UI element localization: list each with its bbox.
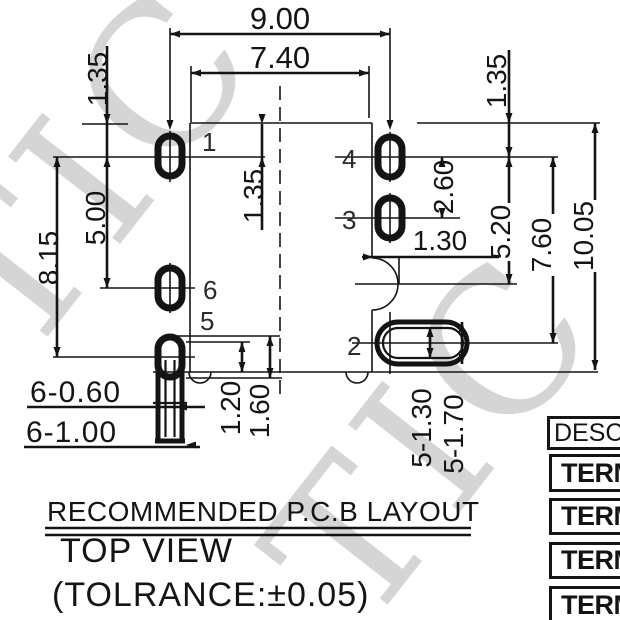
extension-lines — [53, 28, 600, 379]
arrowhead — [191, 69, 201, 77]
arrowhead — [591, 123, 599, 133]
arrowhead — [363, 253, 373, 261]
arrowhead — [266, 368, 274, 378]
arrowhead — [170, 30, 180, 38]
arrowhead — [380, 30, 390, 38]
dim-label-1.60: 1.60 — [244, 384, 275, 439]
table-row-cell: TERM — [549, 454, 620, 492]
arrowhead — [458, 354, 466, 364]
arrowhead — [103, 278, 111, 288]
arrowhead — [53, 347, 61, 357]
pad-number-labels: 1 2 3 4 5 6 — [200, 127, 361, 361]
arrowhead — [505, 157, 513, 167]
arrowhead — [591, 360, 599, 370]
table-row-cell: TERM — [549, 498, 620, 535]
arrowhead — [258, 114, 266, 124]
dim-label-2.60: 2.60 — [428, 160, 459, 215]
table-row-cell: TERM — [549, 586, 620, 620]
pad-label-1: 1 — [202, 127, 216, 157]
dim-label-8.15: 8.15 — [33, 231, 64, 286]
arrowhead — [186, 441, 196, 449]
body-outline — [153, 86, 598, 394]
arrowhead — [359, 69, 369, 77]
dim-label-7.40: 7.40 — [250, 40, 310, 75]
arrowhead — [53, 157, 61, 167]
arrowhead — [103, 114, 111, 124]
arrowhead — [505, 113, 513, 123]
arrowhead — [549, 333, 557, 343]
tolerance-note: (TOLRANCE:±0.05) — [52, 576, 369, 614]
dim-label-6-1.00: 6-1.00 — [26, 416, 117, 449]
dim-label-1.35-right: 1.35 — [481, 54, 512, 109]
arrowhead — [386, 120, 394, 130]
view-label: TOP VIEW — [60, 532, 233, 570]
pad-label-5: 5 — [200, 306, 214, 336]
pad-label-2: 2 — [347, 331, 361, 361]
bottom-bump-right — [345, 371, 369, 384]
dim-label-5.00: 5.00 — [80, 191, 111, 246]
pad-label-3: 3 — [342, 205, 356, 235]
table-row-cell: TERM — [549, 542, 620, 579]
drawing-title: RECOMMENDED P.C.B LAYOUT — [47, 496, 480, 527]
arrowhead — [426, 348, 434, 358]
dim-label-6-0.60: 6-0.60 — [30, 376, 121, 409]
dim-label-5-1.30: 5-1.30 — [406, 388, 437, 467]
arrowhead — [505, 147, 513, 157]
arrowhead — [238, 362, 246, 372]
arrowhead — [505, 274, 513, 284]
arrowhead — [438, 208, 446, 218]
arrowhead — [258, 157, 266, 167]
dim-label-7.60: 7.60 — [526, 218, 557, 273]
arrowhead — [458, 322, 466, 332]
arrowhead — [426, 327, 434, 337]
arrowhead — [438, 157, 446, 167]
dim-label-9.00: 9.00 — [250, 1, 310, 36]
dim-label-5-1.70: 5-1.70 — [438, 394, 469, 473]
pad-label-4: 4 — [342, 144, 356, 174]
dim-label-1.20: 1.20 — [215, 381, 246, 436]
arrowhead — [166, 120, 174, 130]
arrowhead — [103, 157, 111, 167]
arrowhead — [266, 336, 274, 346]
table-header-cell: DESC — [547, 416, 620, 450]
bottom-bump-left — [188, 371, 212, 384]
captions: RECOMMENDED P.C.B LAYOUT TOP VIEW (TOLRA… — [45, 496, 480, 614]
arrowheads — [53, 30, 599, 449]
dimension-labels: 9.00 7.40 1.35 5.00 8.15 1.35 1.35 2.60 … — [26, 1, 599, 474]
dim-label-5.20: 5.20 — [485, 205, 516, 260]
arrowhead — [549, 157, 557, 167]
pad-label-6: 6 — [203, 275, 217, 305]
dim-label-1.35-mid: 1.35 — [238, 169, 269, 224]
arrowhead — [177, 403, 187, 411]
dim-label-1.30: 1.30 — [413, 225, 468, 256]
dim-label-10.05: 10.05 — [568, 201, 599, 271]
arrowhead — [238, 342, 246, 352]
dim-label-1.35-left: 1.35 — [82, 52, 113, 107]
